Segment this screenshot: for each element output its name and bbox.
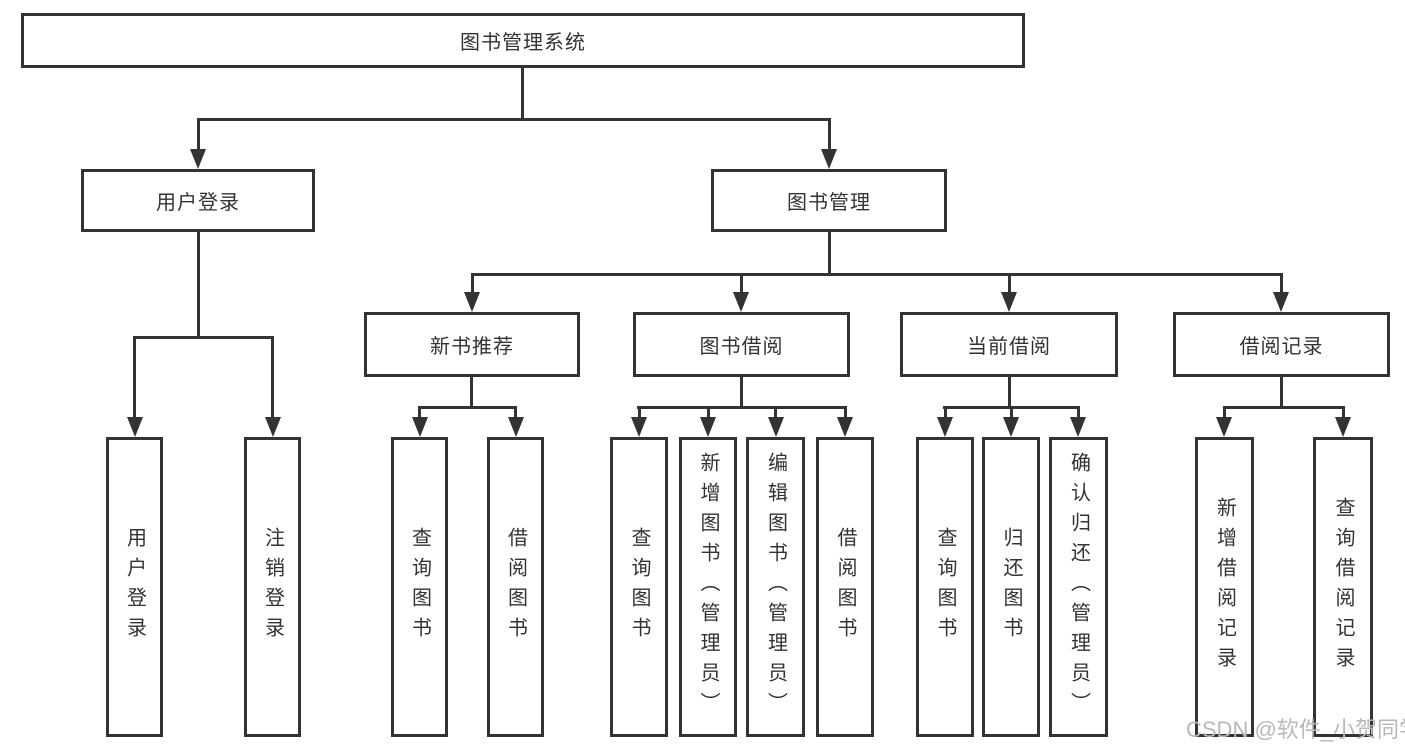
connector-g3-drop-2 [707,406,710,419]
connector-g1-rail [133,336,274,339]
arrowhead-g1-leaf-1 [127,417,143,437]
node-book-borrow: 图书借阅 [633,312,850,377]
connector-g2-rail [418,406,517,409]
arrowhead-book-borrow [733,292,749,312]
leaf-borrow-books-recommend: 借阅图书 [487,437,544,737]
arrowhead-g4-leaf-3 [1070,417,1086,437]
arrowhead-book-management [821,149,837,169]
leaf-confirm-return-admin: 确认归还（管理员） [1049,437,1108,737]
arrowhead-g3-leaf-2 [700,417,716,437]
connector-current-borrow-drop [1008,273,1011,295]
connector-user-login-drop [197,118,200,151]
connector-g4-drop-3 [1077,406,1080,419]
leaf-logout: 注销登录 [244,437,301,737]
connector-g4-drop-1 [944,406,947,419]
node-current-borrow: 当前借阅 [900,312,1118,377]
arrowhead-current-borrow [1001,292,1017,312]
leaf-add-books-admin: 新增图书（管理员） [679,437,737,737]
connector-book-borrow-drop [740,273,743,295]
leaf-query-books-current: 查询图书 [916,437,974,737]
connector-g4-stem [1008,377,1011,406]
node-user-login: 用户登录 [81,169,315,232]
connector-g4-drop-2 [1010,406,1013,419]
leaf-add-borrow-record: 新增借阅记录 [1195,437,1254,737]
leaf-query-borrow-record: 查询借阅记录 [1313,437,1373,737]
node-book-management: 图书管理 [711,169,947,232]
connector-g2-drop-1 [418,406,421,419]
leaf-query-books-borrow: 查询图书 [610,437,668,737]
connector-book-management-stem [828,232,831,273]
connector-root-stem [521,68,524,118]
connector-g3-drop-1 [638,406,641,419]
arrowhead-g4-leaf-1 [937,417,953,437]
connector-book-management-drop [828,118,831,151]
connector-level2-rail [197,118,831,121]
leaf-user-login: 用户登录 [106,437,163,737]
connector-level3-rail [471,273,1282,276]
leaf-return-books: 归还图书 [982,437,1040,737]
connector-g2-stem [470,377,473,406]
arrowhead-g1-leaf-2 [265,417,281,437]
leaf-borrow-books: 借阅图书 [816,437,874,737]
arrowhead-g4-leaf-2 [1003,417,1019,437]
arrowhead-borrow-records [1273,292,1289,312]
connector-g5-rail [1223,406,1345,409]
leaf-query-books-recommend: 查询图书 [391,437,448,737]
arrowhead-g3-leaf-1 [631,417,647,437]
arrowhead-g2-leaf-1 [412,417,428,437]
connector-g5-stem [1280,377,1283,406]
connector-g5-drop-2 [1342,406,1345,419]
connector-g5-drop-1 [1223,406,1226,419]
arrowhead-g2-leaf-2 [508,417,524,437]
connector-new-book-drop [471,273,474,295]
arrowhead-user-login [190,149,206,169]
arrowhead-g5-leaf-2 [1335,417,1351,437]
connector-g1-drop-2 [271,336,274,419]
connector-g3-drop-4 [844,406,847,419]
arrowhead-new-book-recommend [464,292,480,312]
node-borrow-records: 借阅记录 [1173,312,1390,377]
connector-g3-stem [740,377,743,406]
node-new-book-recommend: 新书推荐 [364,312,580,377]
arrowhead-g5-leaf-1 [1216,417,1232,437]
connector-g3-drop-3 [774,406,777,419]
connector-g1-drop-1 [133,336,136,419]
arrowhead-g3-leaf-3 [768,417,784,437]
connector-g2-drop-2 [514,406,517,419]
connector-g3-rail [637,406,847,409]
node-root: 图书管理系统 [21,13,1025,68]
connector-user-login-stem [197,232,200,336]
arrowhead-g3-leaf-4 [837,417,853,437]
leaf-edit-books-admin: 编辑图书（管理员） [746,437,805,737]
connector-borrow-records-drop [1280,273,1283,295]
csdn-watermark: CSDN @软件_小贺同学 [1186,717,1405,742]
